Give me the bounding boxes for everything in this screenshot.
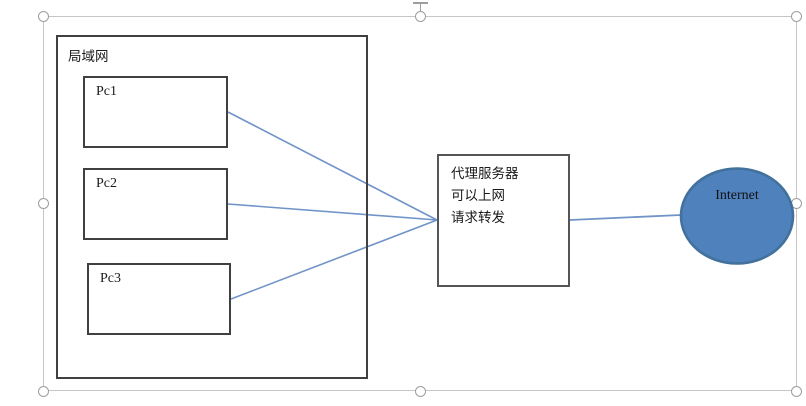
resize-handle-bottom-right[interactable] bbox=[791, 386, 802, 397]
internet-ellipse bbox=[679, 167, 795, 265]
proxy-text-line3: 请求转发 bbox=[451, 210, 505, 225]
pc2-box[interactable]: Pc2 bbox=[83, 168, 228, 240]
pc2-label: Pc2 bbox=[96, 176, 117, 191]
proxy-server-text: 代理服务器 可以上网 请求转发 bbox=[451, 163, 519, 229]
rotation-handle-stem bbox=[420, 2, 421, 11]
resize-handle-top-right[interactable] bbox=[791, 11, 802, 22]
proxy-server-box[interactable]: 代理服务器 可以上网 请求转发 bbox=[437, 154, 570, 287]
resize-handle-top-center[interactable] bbox=[415, 11, 426, 22]
connector-pc1-proxy[interactable] bbox=[227, 111, 438, 221]
connector-pc2-proxy[interactable] bbox=[227, 203, 438, 221]
internet-label: Internet bbox=[715, 188, 759, 203]
lan-group-box[interactable]: 局域网 bbox=[56, 35, 368, 379]
connector-proxy-internet[interactable] bbox=[569, 214, 682, 221]
connector-pc3-proxy[interactable] bbox=[230, 219, 438, 300]
internet-ellipse-shape[interactable] bbox=[679, 167, 795, 265]
pc1-box[interactable]: Pc1 bbox=[83, 76, 228, 148]
proxy-text-line1: 代理服务器 bbox=[451, 166, 519, 181]
resize-handle-middle-left[interactable] bbox=[38, 198, 49, 209]
resize-handle-top-left[interactable] bbox=[38, 11, 49, 22]
pc1-label: Pc1 bbox=[96, 84, 117, 99]
proxy-text-line2: 可以上网 bbox=[451, 188, 505, 203]
lan-label: 局域网 bbox=[68, 49, 109, 64]
internet-node[interactable]: Internet bbox=[678, 166, 796, 267]
pc3-label: Pc3 bbox=[100, 271, 121, 286]
resize-handle-bottom-center[interactable] bbox=[415, 386, 426, 397]
pc3-box[interactable]: Pc3 bbox=[87, 263, 231, 335]
resize-handle-bottom-left[interactable] bbox=[38, 386, 49, 397]
